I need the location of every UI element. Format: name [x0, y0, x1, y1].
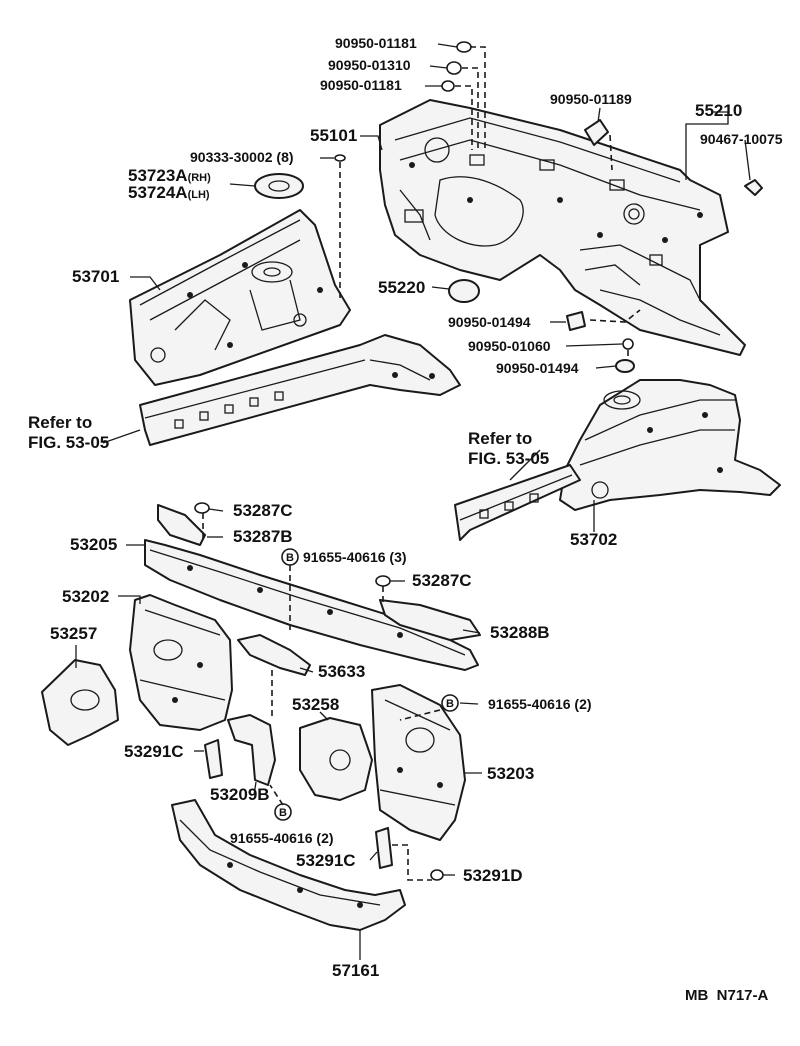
label-53291C-a: 53291C	[124, 742, 184, 761]
radiator-support-lower-57161	[171, 799, 406, 931]
label-90950-01494-b: 90950-01494	[496, 360, 579, 376]
bolt-91655-40616-3: B	[281, 548, 299, 566]
label-53258: 53258	[292, 695, 339, 714]
plug-90950-01189	[584, 119, 609, 146]
label-53287B: 53287B	[233, 527, 293, 546]
seal-53291C-b	[375, 827, 393, 869]
label-53257: 53257	[50, 624, 97, 643]
label-90950-01494-a: 90950-01494	[448, 314, 531, 330]
label-91655-40616-2a: 91655-40616 (2)	[488, 696, 592, 712]
label-53724A: 53724A(LH)	[128, 183, 210, 202]
apron-53701	[129, 209, 351, 386]
label-53723A: 53723A(RH)	[128, 166, 211, 185]
bracket-53288B	[379, 599, 481, 641]
label-53291D: 53291D	[463, 866, 523, 885]
label-fig-53-05-right: FIG. 53-05	[468, 449, 549, 468]
radiator-side-support-53202	[129, 594, 233, 731]
label-57161: 57161	[332, 961, 379, 980]
label-53288B: 53288B	[490, 623, 550, 642]
label-53202: 53202	[62, 587, 109, 606]
clip-53291D	[430, 869, 444, 881]
plug-90950-01181-a	[456, 41, 472, 53]
radiator-support-upper-53205	[144, 502, 481, 671]
apron-53702	[454, 379, 781, 541]
plug-90950-01494-a	[566, 311, 586, 331]
dash-panel-55101	[379, 99, 746, 356]
label-53203: 53203	[487, 764, 534, 783]
label-55101: 55101	[310, 126, 357, 145]
leader-lines	[75, 43, 751, 960]
plug-90950-01494-b	[615, 359, 635, 373]
support-53723A	[254, 173, 304, 199]
label-55210: 55210	[695, 101, 742, 120]
svg-text:B: B	[446, 698, 454, 710]
side-rail-left	[139, 334, 461, 446]
label-53205: 53205	[70, 535, 117, 554]
svg-text:B: B	[286, 552, 294, 564]
label-fig-53-05-left: FIG. 53-05	[28, 433, 109, 452]
label-91655-40616-2b: 91655-40616 (2)	[230, 830, 334, 846]
bolt-91655-40616-2b: B	[274, 803, 292, 821]
label-53287C-b: 53287C	[412, 571, 472, 590]
seal-53257	[41, 659, 119, 746]
label-refer-to-left: Refer to	[28, 413, 92, 432]
dashed-leaders	[202, 46, 641, 881]
screw-90467-10075	[744, 179, 763, 196]
label-53633: 53633	[318, 662, 365, 681]
bolt-91655-40616-2a: B	[441, 694, 459, 712]
radiator-side-support-53203	[371, 684, 466, 841]
label-90950-01060: 90950-01060	[468, 338, 551, 354]
part-labels: 90950-01181 90950-01310 90950-01181 9095…	[28, 35, 783, 1004]
duct-53258	[299, 717, 373, 801]
label-90950-01310: 90950-01310	[328, 57, 411, 73]
label-53702: 53702	[570, 530, 617, 549]
clip-53287C-b	[375, 575, 391, 587]
svg-text:B: B	[279, 807, 287, 819]
label-90950-01181-a: 90950-01181	[335, 35, 417, 51]
plug-55220	[448, 279, 480, 303]
seal-53291C-a	[204, 739, 223, 779]
label-90950-01189: 90950-01189	[550, 91, 632, 107]
label-90467-10075: 90467-10075	[700, 131, 783, 147]
label-53209B: 53209B	[210, 785, 270, 804]
plug-90950-01060	[622, 338, 634, 350]
drawing-code: MB N717-A	[685, 987, 769, 1004]
brace-53633	[237, 634, 311, 676]
label-90333-30002: 90333-30002 (8)	[190, 149, 294, 165]
label-55220: 55220	[378, 278, 425, 297]
label-53287C-a: 53287C	[233, 501, 293, 520]
label-refer-to-right: Refer to	[468, 429, 532, 448]
plug-90950-01181-b	[441, 80, 455, 92]
bracket-53287B	[157, 504, 206, 546]
label-90950-01181-b: 90950-01181	[320, 77, 402, 93]
label-53291C-b: 53291C	[296, 851, 356, 870]
clip-53287C-a	[194, 502, 210, 514]
bracket-53209B	[227, 714, 276, 786]
label-53701: 53701	[72, 267, 119, 286]
plug-90333-30002	[334, 154, 346, 162]
plug-90950-01310	[446, 61, 462, 75]
label-91655-40616-3: 91655-40616 (3)	[303, 549, 407, 565]
